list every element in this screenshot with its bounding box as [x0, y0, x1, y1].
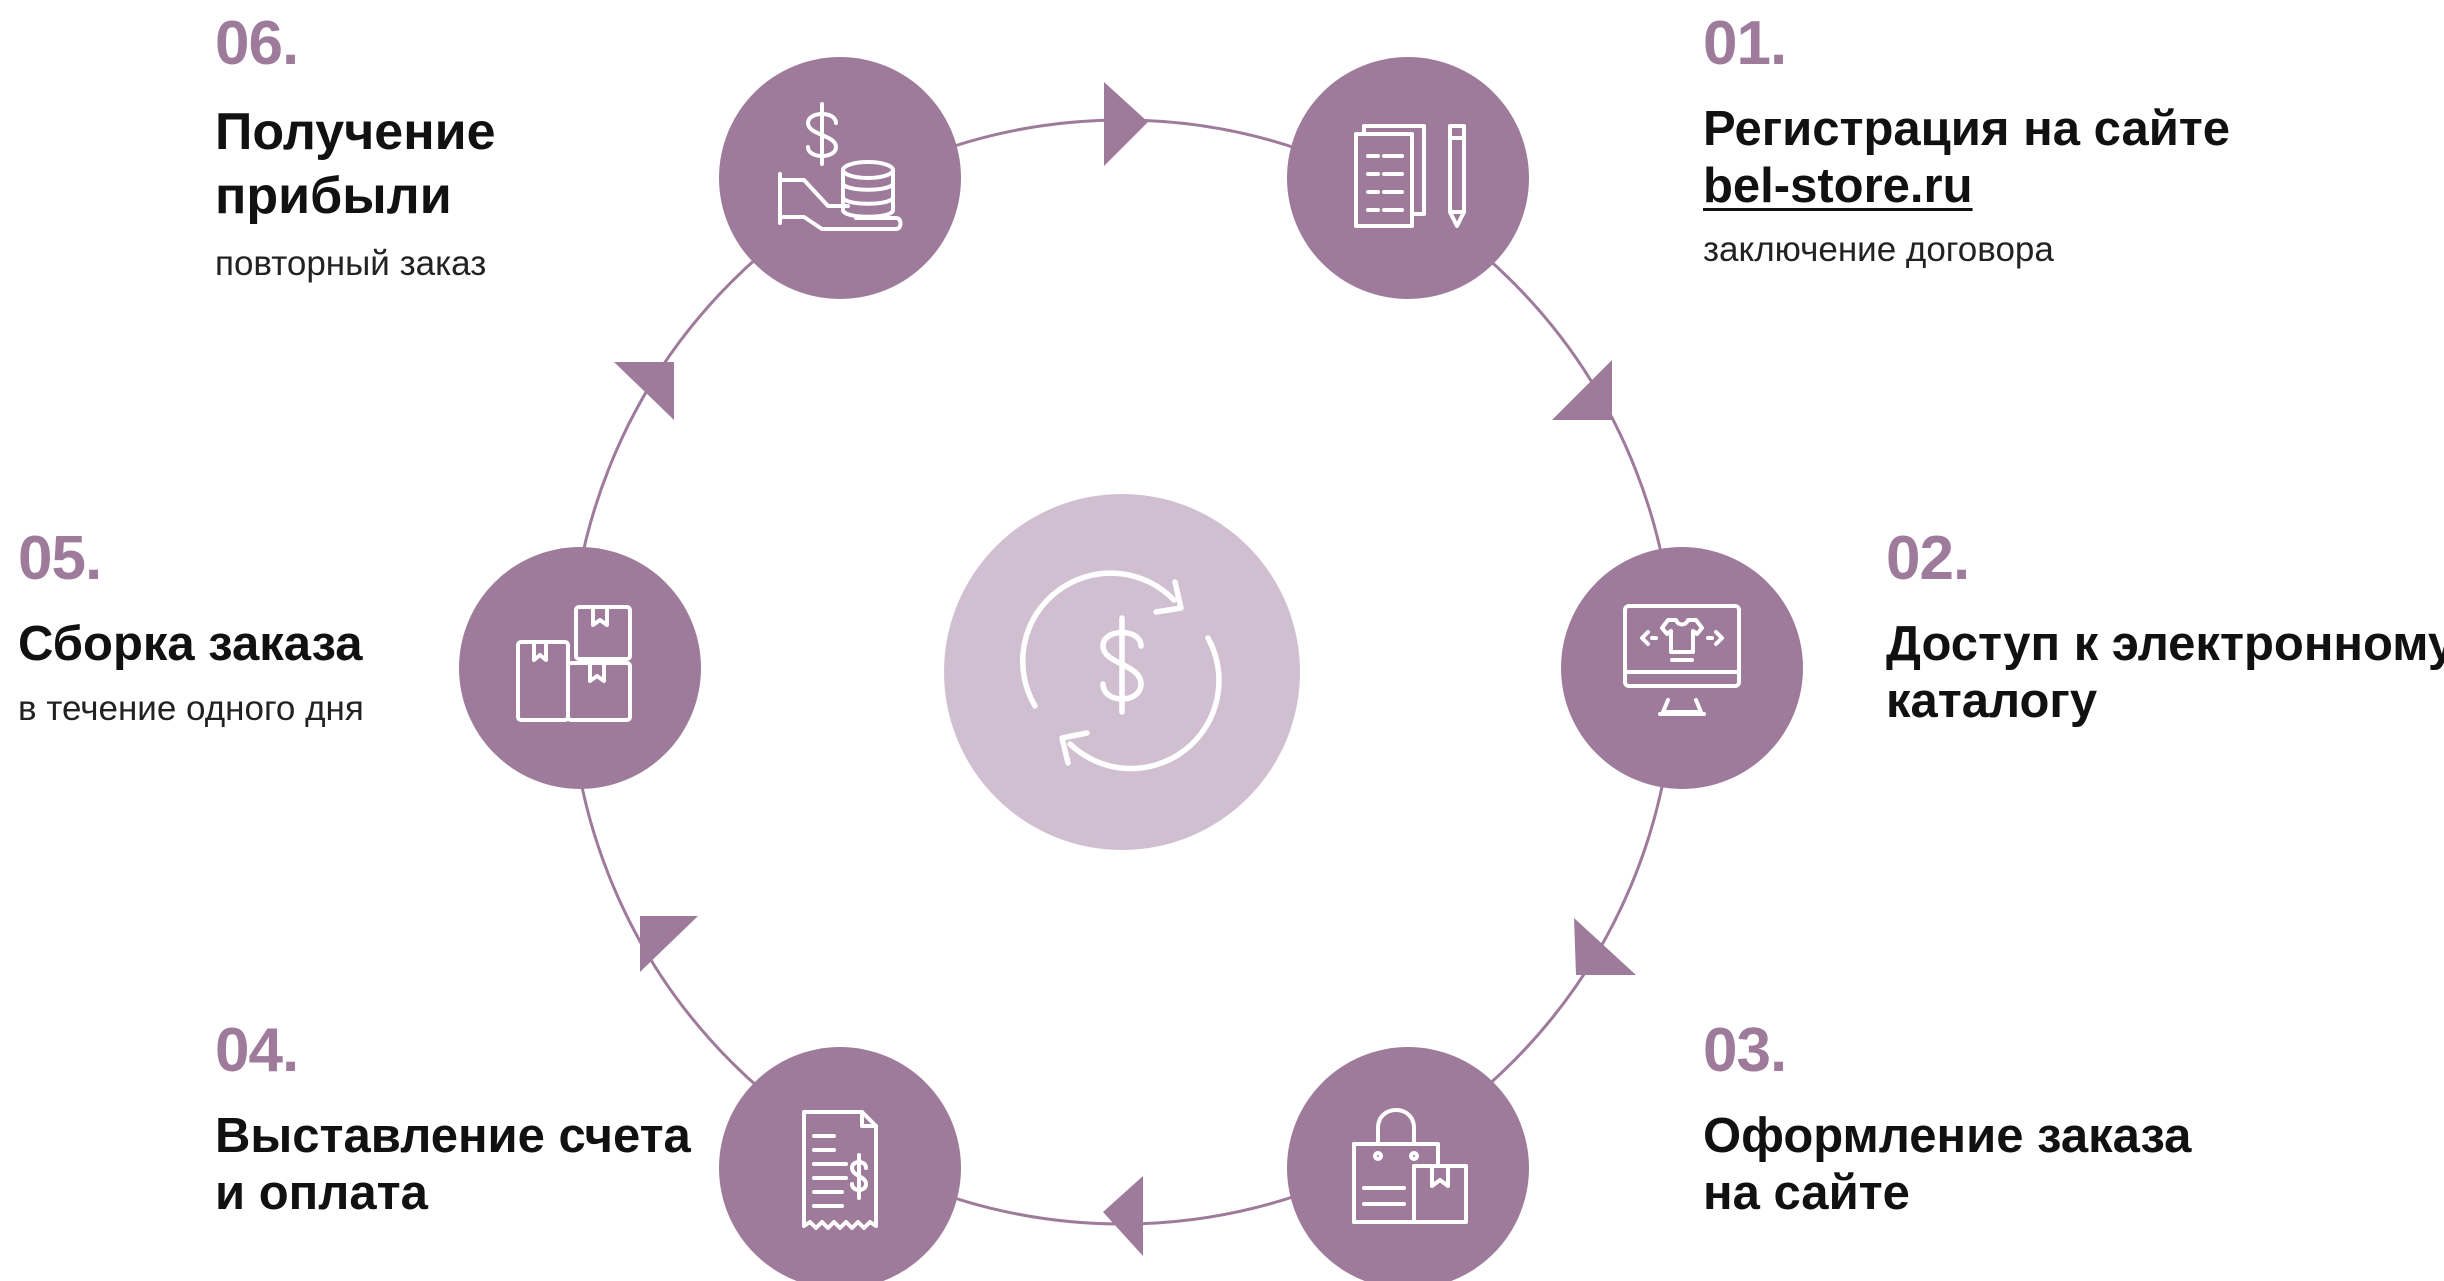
cycle-arrow-6	[614, 362, 674, 420]
step-03-text: 03. Оформление заказа на сайте	[1703, 1015, 2191, 1221]
invoice-dollar-icon	[802, 1110, 878, 1230]
shopping-bag-box-icon	[1352, 1108, 1468, 1224]
hand-coins-icon	[778, 102, 903, 231]
step-03-node	[1287, 1047, 1529, 1281]
cycle-arrow-3	[1574, 918, 1636, 975]
step-number: 06.	[215, 9, 299, 78]
step-01-node	[1287, 57, 1529, 299]
cycle-arrow-1	[1104, 82, 1148, 166]
step-title: Доступ к электронному каталогу	[1886, 616, 2444, 729]
step-title-line: Регистрация на сайте	[1703, 102, 2231, 157]
step-number: 02.	[1886, 524, 1970, 593]
step-subtitle: в течение одного дня	[18, 688, 364, 728]
step-title: Выставление счета и оплата	[215, 1108, 691, 1221]
cycle-arrow-5	[640, 916, 698, 972]
step-01-text: 01. Регистрация на сайте bel-store.ru за…	[1703, 8, 2230, 270]
step-title-line: Доступ к электронному	[1886, 617, 2444, 672]
dollar-cycle-icon	[1019, 570, 1222, 772]
documents-pencil-icon	[1354, 124, 1466, 228]
step-number: 05.	[18, 524, 102, 593]
step-subtitle: повторный заказ	[215, 244, 487, 284]
step-title: Оформление заказа на сайте	[1703, 1108, 2191, 1221]
step-number: 03.	[1703, 1016, 1787, 1085]
step-title-line: Сборка заказа	[18, 617, 363, 672]
boxes-icon	[516, 605, 632, 722]
step-subtitle: заключение договора	[1703, 229, 2054, 269]
step-05-node	[459, 547, 701, 789]
step-title-line: и оплата	[215, 1165, 428, 1220]
step-06-text: 06. Получение прибыли повторный заказ	[215, 8, 496, 284]
step-number: 04.	[215, 1016, 299, 1085]
step-title: Получение прибыли	[215, 101, 496, 228]
step-title-line: каталогу	[1886, 673, 2098, 728]
step-title: Регистрация на сайте bel-store.ru	[1703, 101, 2230, 214]
step-04-text: 04. Выставление счета и оплата	[215, 1015, 691, 1221]
monitor-catalog-icon	[1623, 604, 1741, 716]
step-title-line: Выставление счета	[215, 1109, 691, 1164]
step-02-text: 02. Доступ к электронному каталогу	[1886, 523, 2444, 729]
cycle-arrow-2	[1552, 360, 1612, 420]
step-title: Сборка заказа	[18, 616, 364, 672]
step-05-text: 05. Сборка заказа в течение одного дня	[18, 523, 364, 729]
step-title-line: Получение	[215, 103, 496, 162]
step-number: 01.	[1703, 9, 1787, 78]
site-link[interactable]: bel-store.ru	[1703, 158, 1973, 213]
step-title-line: на сайте	[1703, 1165, 1910, 1220]
step-title-line: прибыли	[215, 166, 452, 225]
step-06-node	[719, 57, 961, 299]
cycle-arrow-4	[1103, 1176, 1143, 1256]
step-02-node	[1561, 547, 1803, 789]
step-title-line: Оформление заказа	[1703, 1109, 2192, 1164]
